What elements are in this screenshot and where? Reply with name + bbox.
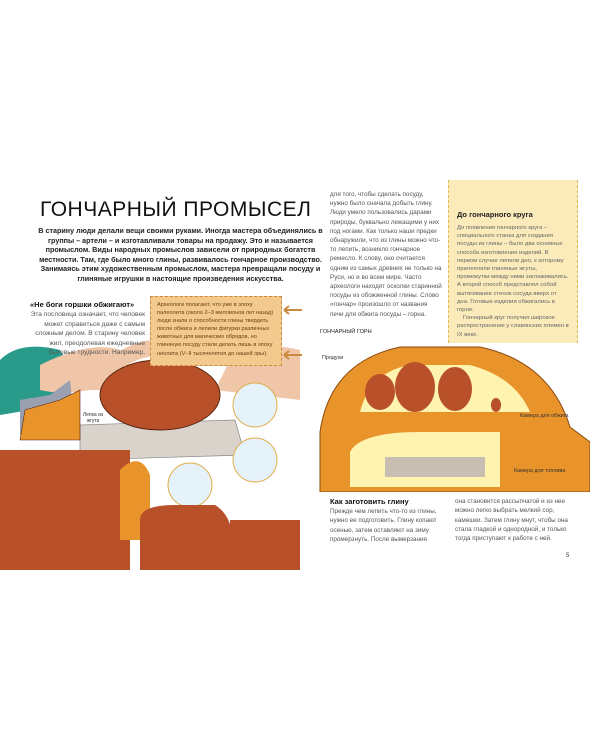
firewood [385, 457, 485, 477]
jar [140, 505, 233, 570]
coil-label: Лепка из жгута [82, 412, 104, 424]
clay-heading: Как заготовить глину [330, 497, 409, 506]
sidebar-heading: До гончарного круга [457, 210, 533, 219]
sidebar-text: До появления гончарного круга – специаль… [457, 225, 569, 314]
horse-figurine [19, 389, 81, 441]
coil-step-1 [167, 462, 213, 508]
page-title: ГОНЧАРНЫЙ ПРОМЫСЕЛ [40, 198, 312, 221]
coil-step-3 [232, 382, 278, 428]
pot [365, 374, 395, 410]
arrow-left-icon [283, 350, 302, 360]
large-pot [0, 450, 130, 570]
coil-step-2 [232, 437, 278, 483]
note-box: Археологи полагают, что уже в эпоху пале… [150, 296, 282, 366]
proverb-heading: «Не боги горшки обжигают» [30, 300, 135, 309]
box-pot [230, 520, 300, 570]
sidebar-text-2: Гончарный круг получил широкое распростр… [457, 315, 569, 338]
pot [491, 398, 501, 412]
kiln-title: ГОНЧАРНЫЙ ГОРН [320, 329, 372, 335]
clay-text-1: Прежде чем лепить что-то из глины, нужно… [330, 508, 437, 543]
arrow-icons [283, 305, 302, 360]
clay-text-2: она становится рассыпчатой и из нее можн… [455, 498, 568, 543]
arrow-left-icon [283, 305, 302, 315]
pot [438, 367, 472, 411]
sidebar-box: До гончарного круга До появления гончарн… [448, 180, 578, 343]
label-vents: Продухи [322, 355, 344, 361]
proverb-text: Эта пословица означает, что человек може… [30, 311, 145, 357]
pot [395, 362, 435, 412]
column-text: для того, чтобы сделать посуду, нужно бы… [330, 191, 442, 318]
kiln-diagram [319, 346, 590, 492]
label-fuel-chamber: Камера для топлива [514, 468, 566, 474]
coiled-pot [99, 359, 221, 431]
label-firing-chamber: Камера для обжига [520, 413, 569, 419]
intro-text: В старину люди делали вещи своими руками… [38, 226, 323, 283]
page-number: 5 [566, 553, 570, 559]
